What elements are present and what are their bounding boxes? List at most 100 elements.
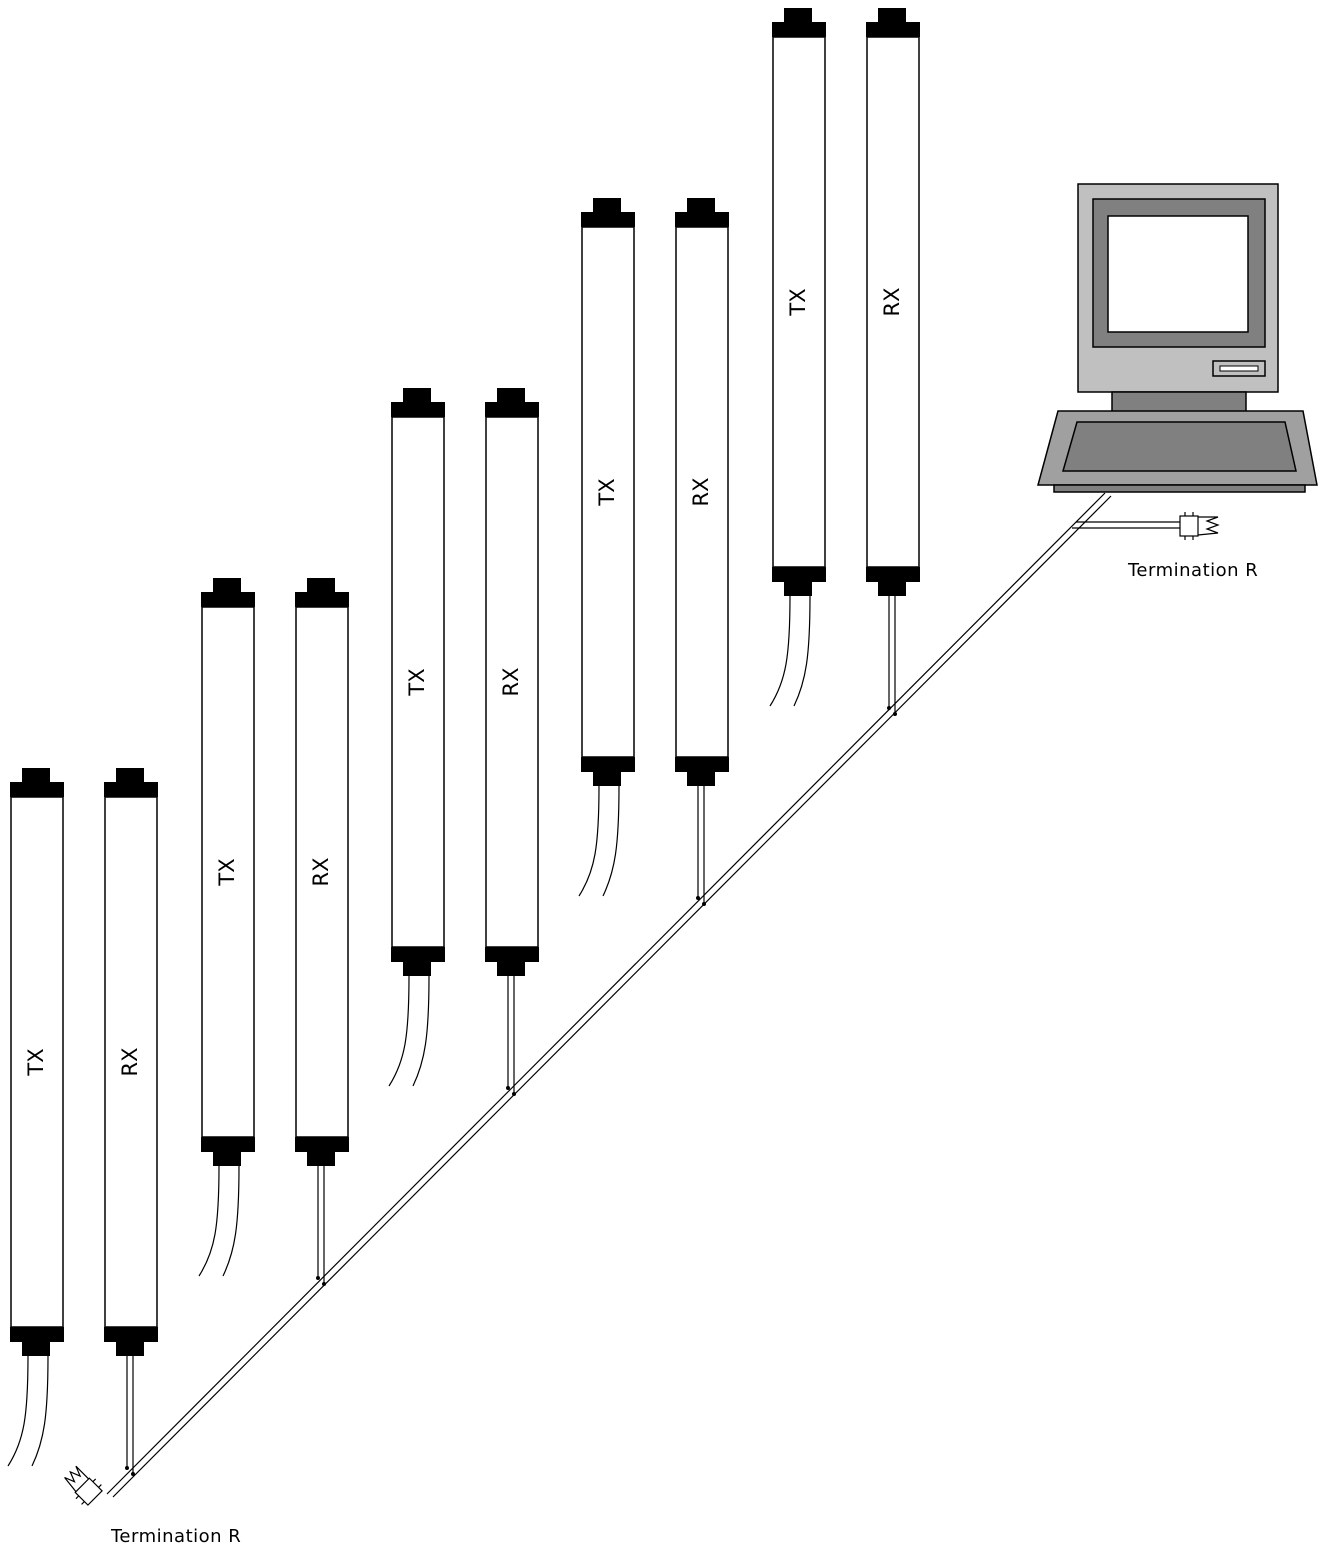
bar-body <box>295 606 349 1138</box>
junction-dot <box>702 902 706 906</box>
tx-bar: TX <box>10 768 64 1356</box>
tx-bar: TX <box>201 578 255 1166</box>
bottom-cap <box>581 757 635 772</box>
bottom-cap <box>593 772 621 786</box>
tx-bar: TX <box>581 198 635 786</box>
bottom-cap <box>784 582 812 596</box>
bottom-cap <box>866 567 920 582</box>
termination-start: Termination R <box>64 1465 241 1547</box>
bottom-cap <box>497 962 525 976</box>
bottom-cap <box>104 1327 158 1342</box>
tx-cable <box>7 1355 29 1467</box>
top-cap <box>772 22 826 37</box>
top-cap <box>22 768 50 784</box>
computer-base <box>1053 484 1306 493</box>
top-cap <box>307 578 335 594</box>
tx-bar: TX <box>391 388 445 976</box>
bottom-cap <box>878 582 906 596</box>
bar-body <box>104 796 158 1328</box>
top-cap <box>403 388 431 404</box>
tx-bar-label: TX <box>24 1048 48 1076</box>
rx-bar-label: RX <box>499 668 523 697</box>
tx-cable <box>602 785 620 897</box>
termination-end: Termination R <box>1072 512 1258 581</box>
junction-dot <box>131 1472 135 1476</box>
tx-bar-label: TX <box>786 288 810 316</box>
disk-slot-inner <box>1219 365 1259 372</box>
bottom-cap <box>116 1342 144 1356</box>
resistor-icon <box>1179 512 1220 540</box>
bottom-cap <box>213 1152 241 1166</box>
bottom-cap <box>295 1137 349 1152</box>
top-cap <box>116 768 144 784</box>
bar-body <box>866 36 920 568</box>
resistor-icon <box>64 1465 103 1506</box>
bottom-cap <box>403 962 431 976</box>
bar-body <box>201 606 255 1138</box>
bottom-cap <box>201 1137 255 1152</box>
top-cap <box>878 8 906 24</box>
tx-bar-label: TX <box>595 478 619 506</box>
tx-bar-label: TX <box>215 858 239 886</box>
rx-bar-label: RX <box>880 288 904 317</box>
bar-body <box>581 226 635 758</box>
top-cap <box>10 782 64 797</box>
tx-bar-label: TX <box>405 668 429 696</box>
top-cap <box>593 198 621 214</box>
termination-end-label: Termination R <box>1127 560 1258 581</box>
rx-bar: RX <box>675 198 729 786</box>
tx-cable <box>412 975 430 1087</box>
computer-icon <box>1037 183 1318 493</box>
bottom-cap <box>10 1327 64 1342</box>
bar-body <box>675 226 729 758</box>
tx-cable <box>222 1165 240 1277</box>
bottom-cap <box>391 947 445 962</box>
top-cap <box>201 592 255 607</box>
junction-dot <box>322 1282 326 1286</box>
top-cap <box>687 198 715 214</box>
tx-bar: TX <box>772 8 826 596</box>
rx-bar-label: RX <box>689 478 713 507</box>
bar-body <box>485 416 539 948</box>
bar-body <box>391 416 445 948</box>
rx-bar: RX <box>104 768 158 1356</box>
top-cap <box>295 592 349 607</box>
rx-bar-label: RX <box>118 1048 142 1077</box>
bottom-cap <box>675 757 729 772</box>
rx-bar: RX <box>866 8 920 596</box>
junction-dot <box>696 896 700 900</box>
rx-bar: RX <box>485 388 539 976</box>
bottom-cap <box>22 1342 50 1356</box>
top-cap <box>675 212 729 227</box>
rx-bar: RX <box>295 578 349 1166</box>
junction-dot <box>893 712 897 716</box>
sensor-units: TX RX TX RX TX RX TX RX TX RX <box>7 8 920 1476</box>
bar-body <box>772 36 826 568</box>
bottom-cap <box>307 1152 335 1166</box>
termination-start-label: Termination R <box>110 1526 241 1547</box>
top-cap <box>485 402 539 417</box>
top-cap <box>784 8 812 24</box>
tx-cable <box>793 595 811 707</box>
tx-cable <box>198 1165 220 1277</box>
tx-cable <box>388 975 410 1087</box>
bottom-cap <box>687 772 715 786</box>
junction-dot <box>125 1466 129 1470</box>
monitor-neck <box>1111 391 1247 413</box>
top-cap <box>391 402 445 417</box>
tx-cable <box>31 1355 49 1467</box>
monitor-screen <box>1107 215 1249 333</box>
top-cap <box>866 22 920 37</box>
junction-dot <box>512 1092 516 1096</box>
keyboard-keys <box>1062 421 1297 472</box>
tx-cable <box>769 595 791 707</box>
top-cap <box>497 388 525 404</box>
rx-bar-label: RX <box>309 858 333 887</box>
bottom-cap <box>772 567 826 582</box>
junction-dot <box>316 1276 320 1280</box>
junction-dot <box>506 1086 510 1090</box>
junction-dot <box>887 706 891 710</box>
bar-body <box>10 796 64 1328</box>
tx-cable <box>578 785 600 897</box>
